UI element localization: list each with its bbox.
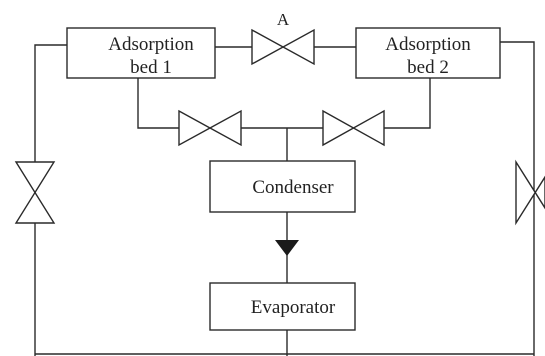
adsorption-bed-1-label-line2: bed 1 <box>130 57 172 78</box>
condenser-label: Condenser <box>252 177 334 198</box>
expansion-valve-icon <box>275 240 299 256</box>
valve-a-label: A <box>277 10 290 29</box>
valve-bed1-icon <box>178 109 242 147</box>
condenser: Condenser <box>209 160 356 213</box>
valve-right-icon <box>515 159 545 226</box>
valve-bed2-icon <box>322 109 385 147</box>
pipe-right-loop <box>500 41 535 356</box>
adsorption-bed-2: Adsorption bed 2 <box>355 27 501 79</box>
valve-left-icon <box>14 161 56 224</box>
adsorption-bed-2-label-line2: bed 2 <box>407 57 449 78</box>
adsorption-bed-2-label-line1: Adsorption <box>385 34 471 55</box>
evaporator-label: Evaporator <box>251 297 336 318</box>
adsorption-bed-1-label-line1: Adsorption <box>108 34 194 55</box>
valve-a-icon <box>251 28 315 66</box>
adsorption-bed-1: Adsorption bed 1 <box>66 27 216 79</box>
pipe-bed2-down <box>384 78 431 129</box>
evaporator: Evaporator <box>209 282 356 331</box>
pipe-bed1-down <box>137 78 179 129</box>
pipe-network <box>34 41 535 356</box>
pipe-left-loop <box>34 44 67 356</box>
